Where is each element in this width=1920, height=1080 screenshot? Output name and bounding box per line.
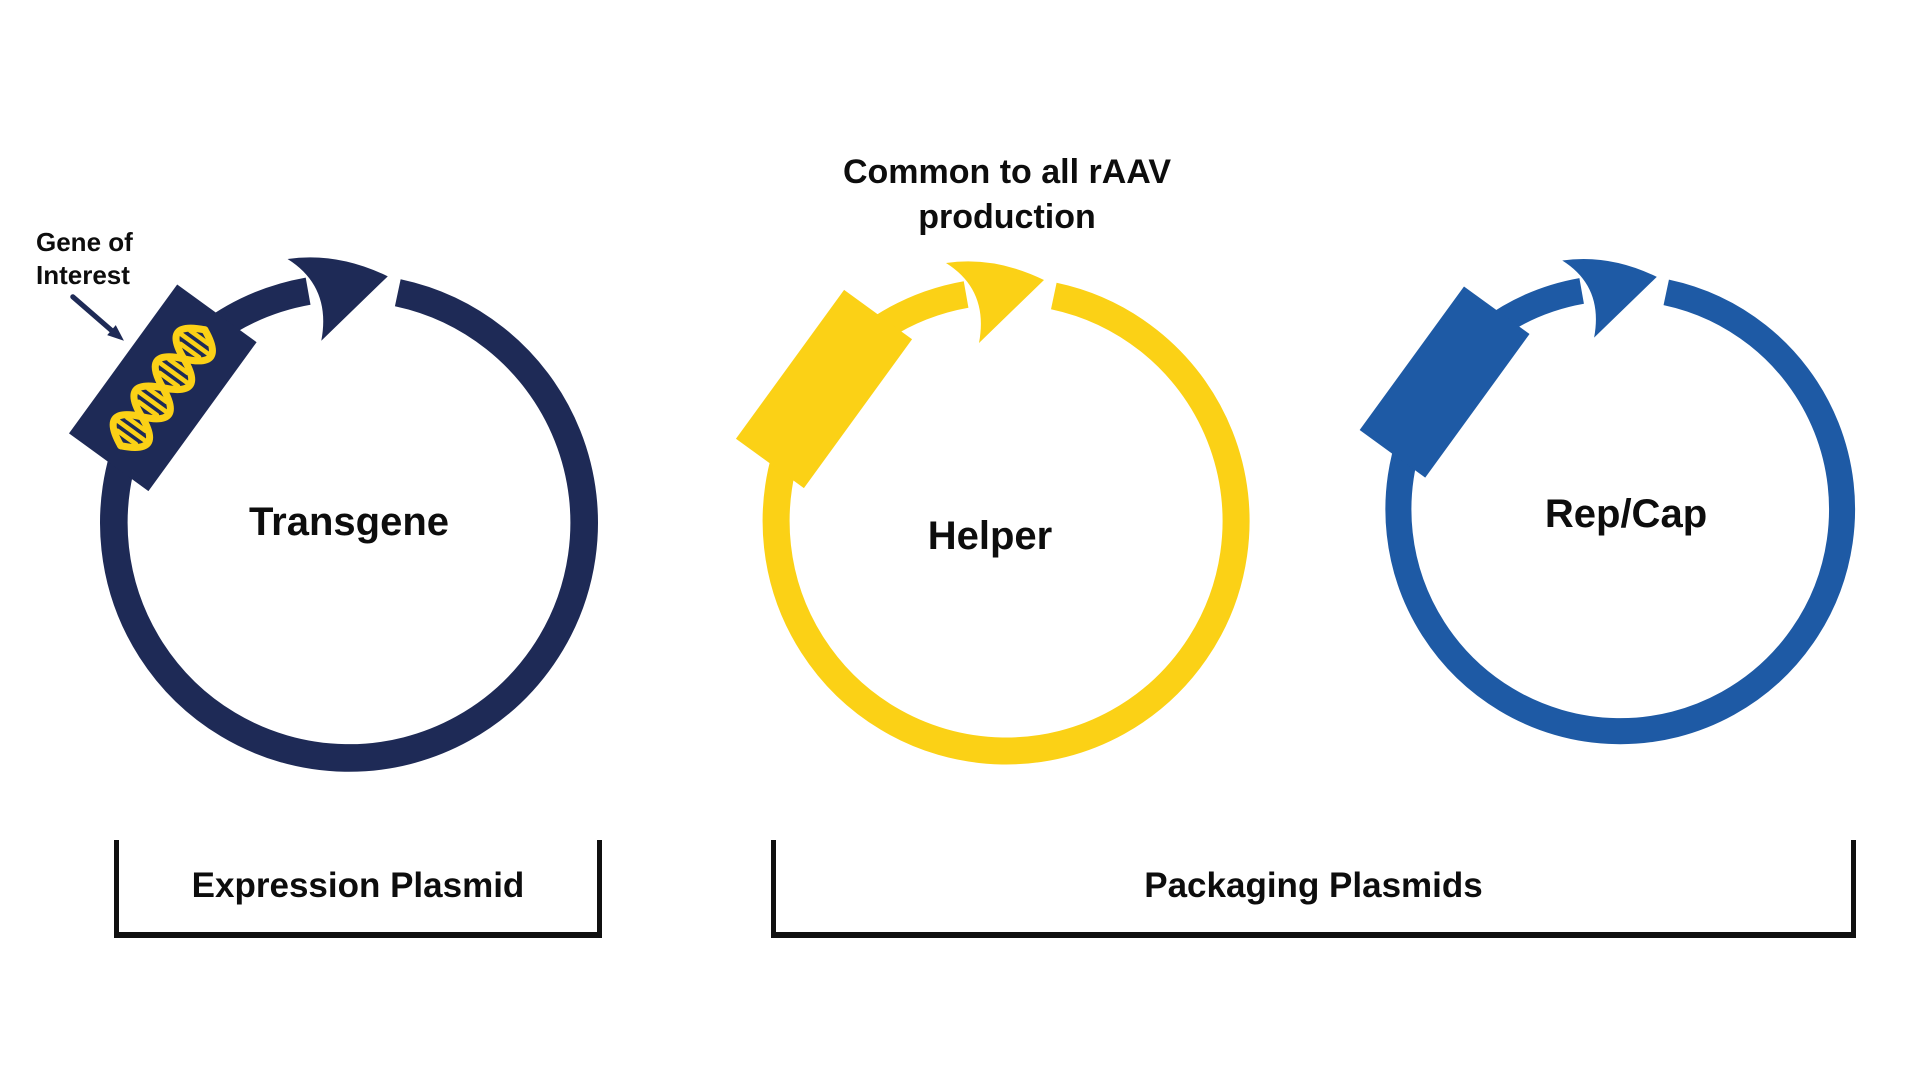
dna-helix-icon bbox=[109, 324, 216, 452]
transgene-direction-arrow bbox=[287, 257, 388, 341]
gene-of-interest-line1: Gene of bbox=[36, 227, 133, 257]
expression-plasmid-label: Expression Plasmid bbox=[191, 866, 525, 905]
helper-gene-block bbox=[735, 289, 913, 489]
helper-plasmid bbox=[735, 261, 1250, 765]
common-production-line1: Common to all rAAV bbox=[842, 153, 1172, 191]
repcap-gene-block bbox=[1359, 286, 1530, 478]
gene-of-interest-label: Gene of Interest bbox=[36, 226, 133, 292]
repcap-direction-arrow bbox=[1562, 258, 1657, 338]
gene-of-interest-line2: Interest bbox=[36, 260, 130, 290]
repcap-label: Rep/Cap bbox=[1544, 492, 1708, 536]
common-production-note: Common to all rAAV production bbox=[787, 150, 1227, 240]
packaging-plasmids-label: Packaging Plasmids bbox=[1144, 866, 1483, 905]
transgene-plasmid bbox=[68, 257, 598, 772]
transgene-label: Transgene bbox=[248, 500, 450, 544]
packaging-plasmids-bracket: Packaging Plasmids bbox=[771, 840, 1856, 938]
helper-direction-arrow bbox=[946, 261, 1044, 343]
transgene-gene-block bbox=[68, 284, 257, 492]
helper-label: Helper bbox=[927, 514, 1053, 558]
expression-plasmid-bracket: Expression Plasmid bbox=[114, 840, 602, 938]
gene-of-interest-arrow bbox=[70, 294, 124, 341]
common-production-line2: production bbox=[918, 198, 1096, 236]
repcap-plasmid bbox=[1359, 258, 1856, 745]
